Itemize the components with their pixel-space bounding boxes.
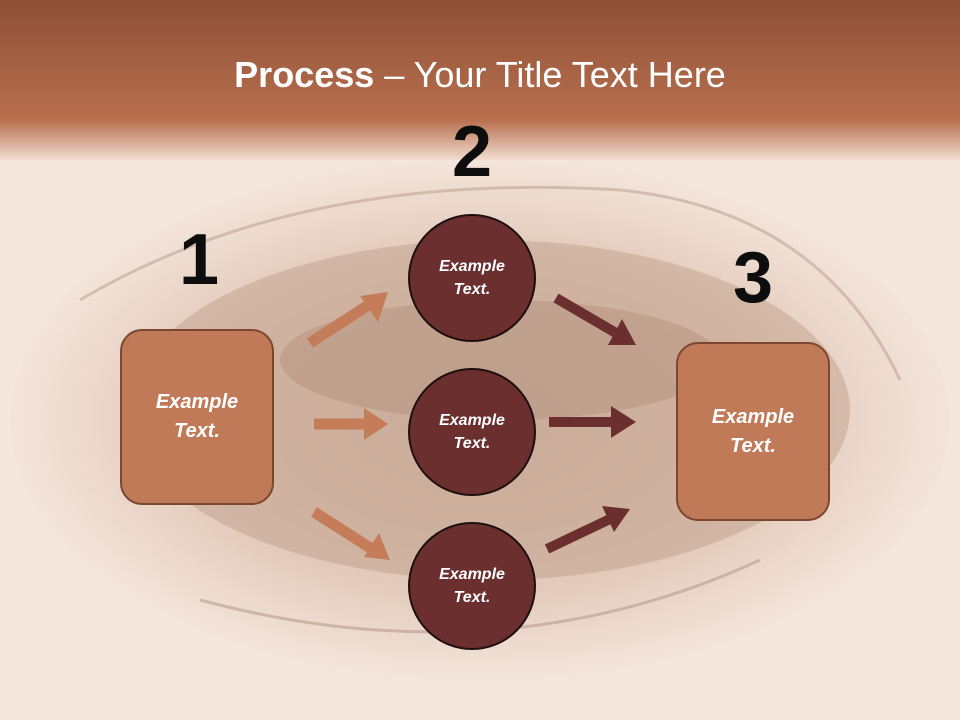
- arrow-bottom-to-right: [544, 506, 630, 554]
- circle-bottom: Example Text.: [408, 522, 536, 650]
- arrow-left-to-bottom: [311, 507, 390, 560]
- circle-middle-text: Example Text.: [439, 412, 505, 452]
- step-number-2: 2: [451, 112, 493, 192]
- arrow-middle-to-right: [549, 406, 636, 438]
- left-box-text: Example Text.: [155, 391, 239, 442]
- slide-title: Process – Your Title Text Here: [0, 52, 960, 98]
- circle-bottom-text: Example Text.: [439, 566, 505, 606]
- arrow-top-to-right: [553, 293, 636, 345]
- circle-top: Example Text.: [408, 214, 536, 342]
- arrow-left-to-middle: [314, 408, 388, 440]
- step-number-1: 1: [178, 220, 220, 300]
- title-bold: Process: [234, 54, 375, 95]
- arrow-left-to-top: [307, 292, 388, 348]
- left-process-box: Example Text.: [120, 329, 274, 505]
- right-box-text: Example Text.: [711, 405, 795, 457]
- step-number-3: 3: [732, 238, 774, 318]
- circle-top-text: Example Text.: [439, 258, 505, 298]
- title-rest: – Your Title Text Here: [374, 54, 726, 95]
- circle-middle: Example Text.: [408, 368, 536, 496]
- right-process-box: Example Text.: [676, 342, 830, 521]
